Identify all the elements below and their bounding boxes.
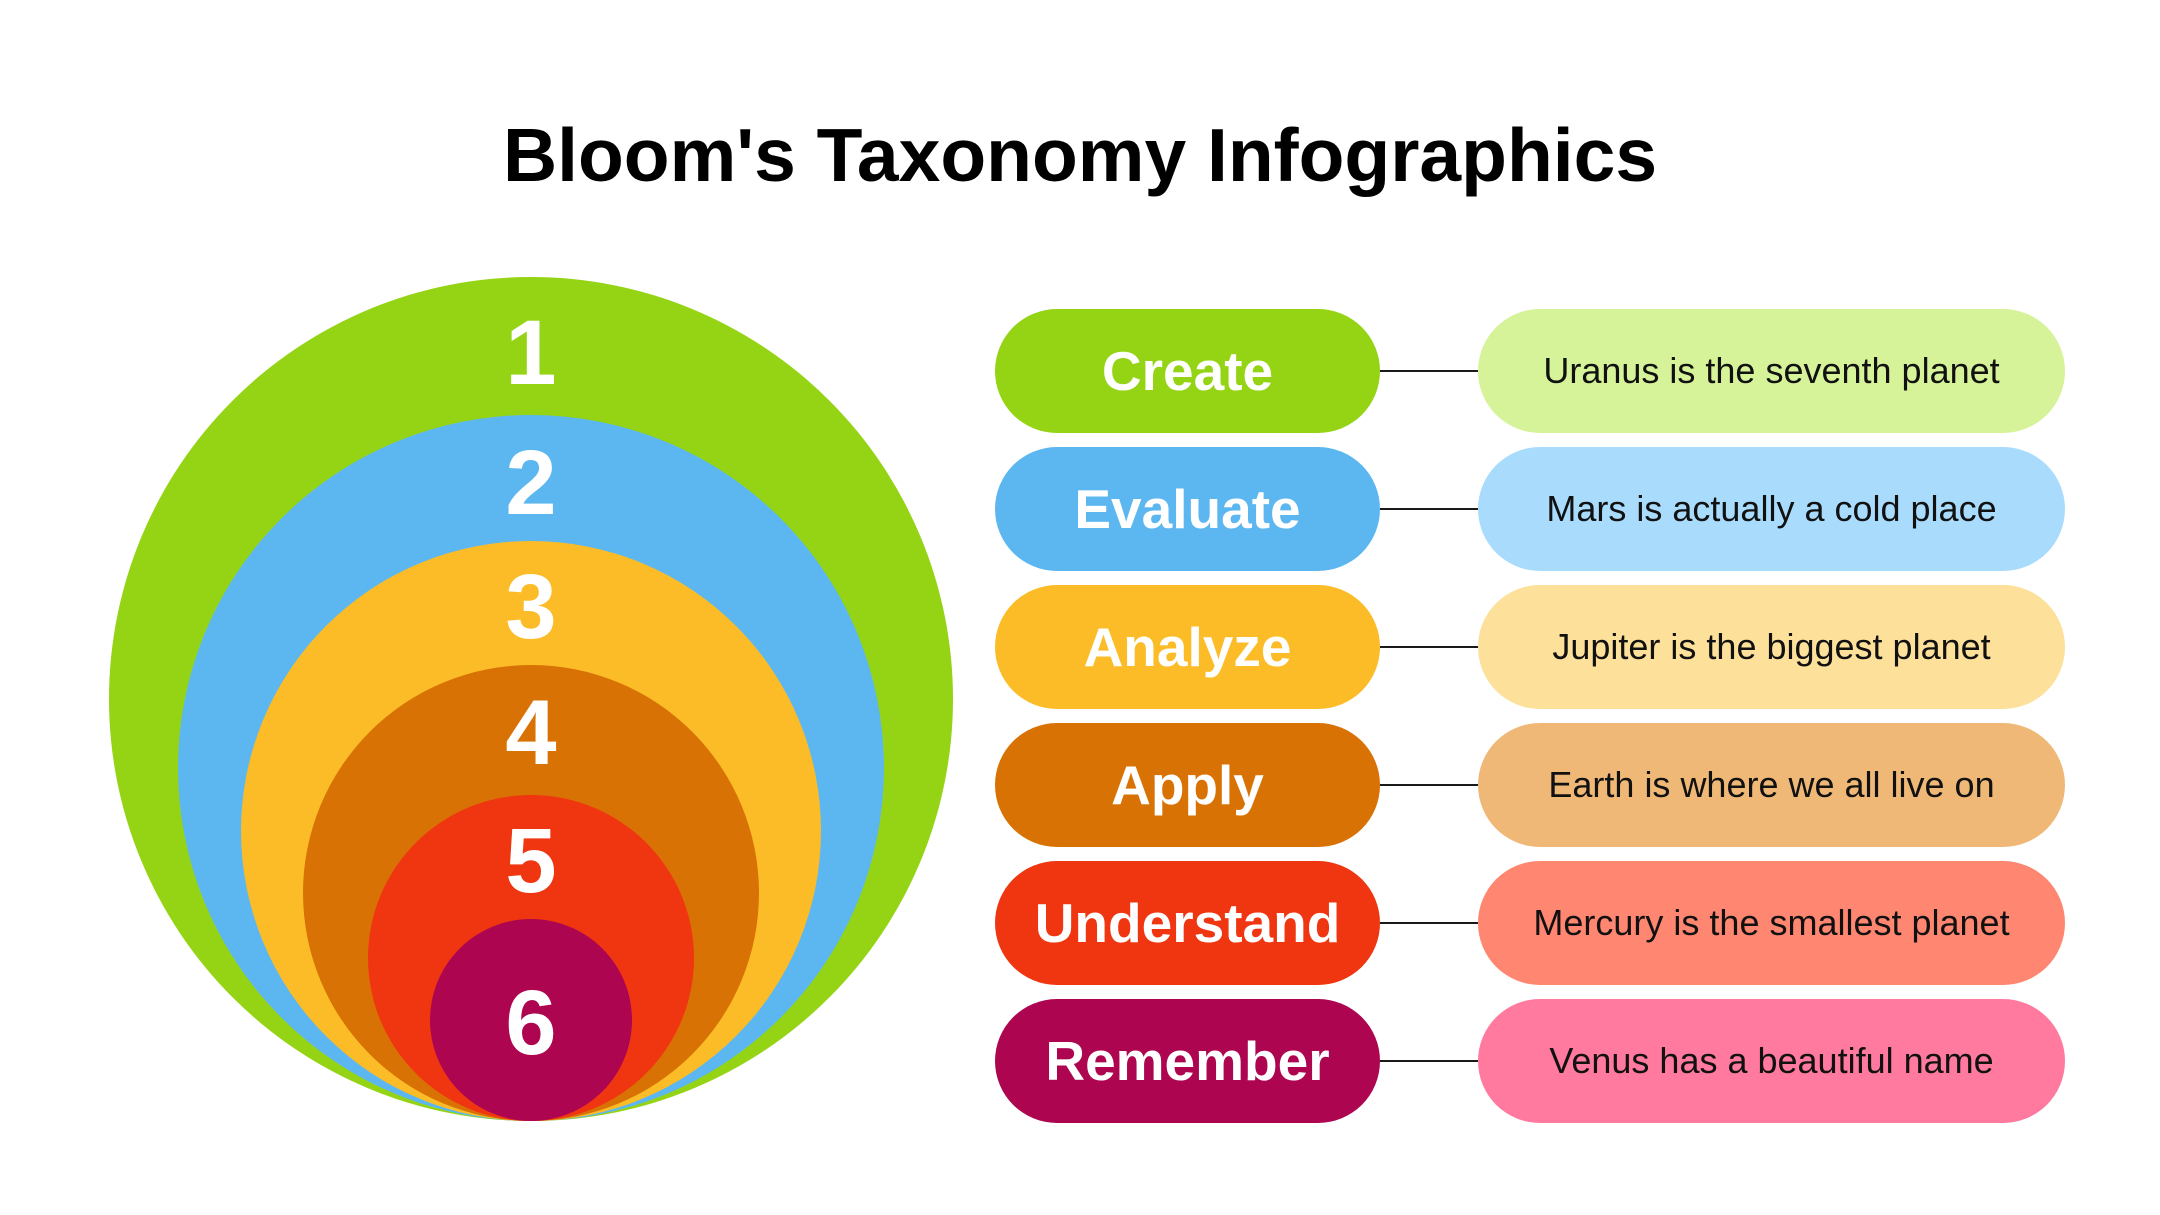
label-pill-evaluate: Evaluate xyxy=(995,447,1380,571)
level-row-remember: Remember Venus has a beautiful name xyxy=(995,999,2065,1123)
circle-number-1: 1 xyxy=(505,302,556,404)
page-title: Bloom's Taxonomy Infographics xyxy=(502,113,1658,197)
description-pill-apply: Earth is where we all live on xyxy=(1478,723,2065,847)
circle-level-6 xyxy=(430,919,632,1121)
circle-number-3: 3 xyxy=(505,556,556,658)
level-row-create: Create Uranus is the seventh planet xyxy=(995,309,2065,433)
connector-line xyxy=(1380,646,1478,648)
level-row-evaluate: Evaluate Mars is actually a cold place xyxy=(995,447,2065,571)
connector-line xyxy=(1380,370,1478,372)
level-row-apply: Apply Earth is where we all live on xyxy=(995,723,2065,847)
circle-number-6: 6 xyxy=(505,972,556,1074)
label-pill-understand: Understand xyxy=(995,861,1380,985)
connector-line xyxy=(1380,508,1478,510)
connector-line xyxy=(1380,922,1478,924)
label-pill-analyze: Analyze xyxy=(995,585,1380,709)
label-pill-remember: Remember xyxy=(995,999,1380,1123)
description-pill-evaluate: Mars is actually a cold place xyxy=(1478,447,2065,571)
description-pill-create: Uranus is the seventh planet xyxy=(1478,309,2065,433)
level-row-analyze: Analyze Jupiter is the biggest planet xyxy=(995,585,2065,709)
circle-number-5: 5 xyxy=(505,810,556,912)
level-row-understand: Understand Mercury is the smallest plane… xyxy=(995,861,2065,985)
description-pill-remember: Venus has a beautiful name xyxy=(1478,999,2065,1123)
circle-number-2: 2 xyxy=(505,432,556,534)
connector-line xyxy=(1380,1060,1478,1062)
description-pill-analyze: Jupiter is the biggest planet xyxy=(1478,585,2065,709)
description-pill-understand: Mercury is the smallest planet xyxy=(1478,861,2065,985)
connector-line xyxy=(1380,784,1478,786)
label-pill-apply: Apply xyxy=(995,723,1380,847)
circle-number-4: 4 xyxy=(505,682,556,784)
label-pill-create: Create xyxy=(995,309,1380,433)
